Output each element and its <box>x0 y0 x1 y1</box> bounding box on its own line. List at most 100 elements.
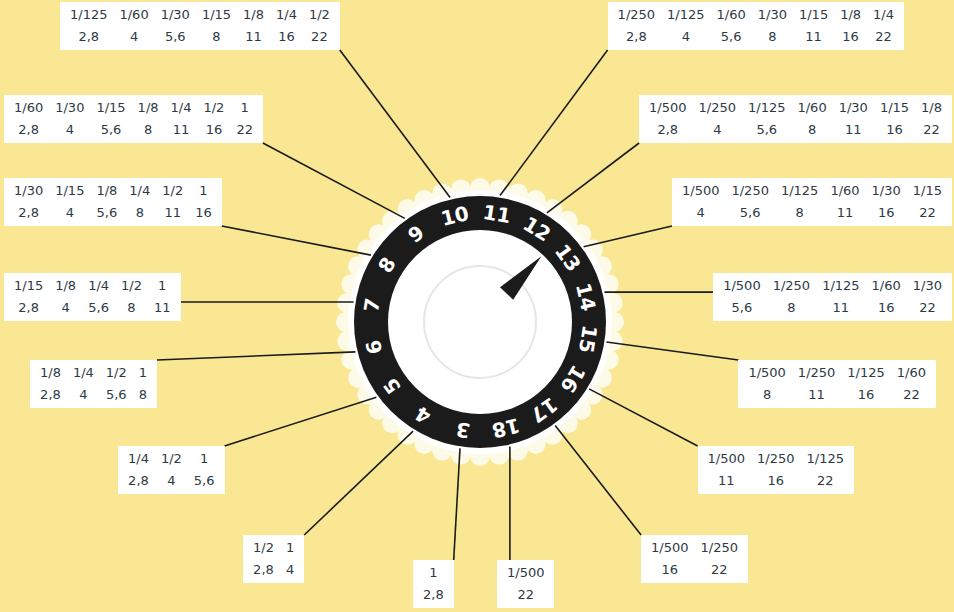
shutter-speed: 1/500 <box>717 277 766 295</box>
shutter-speed: 1/125 <box>816 277 865 295</box>
aperture-value: 8 <box>752 28 793 46</box>
aperture-value: 8 <box>133 386 153 404</box>
shutter-speed: 1/4 <box>123 182 156 200</box>
shutter-speed: 1/60 <box>824 182 865 200</box>
aperture-value: 4 <box>67 386 100 404</box>
leader-line <box>606 342 738 360</box>
exposure-box: 1/5001/2501/125111622 <box>698 446 854 494</box>
leader-line <box>157 352 356 360</box>
aperture-value: 22 <box>695 561 744 579</box>
dial-number: 10 <box>439 203 471 229</box>
shutter-speed: 1/500 <box>676 182 725 200</box>
aperture-value: 11 <box>792 386 841 404</box>
aperture-value: 16 <box>866 204 907 222</box>
shutter-speed: 1/15 <box>196 6 237 24</box>
exposure-box: 12,8 <box>413 560 454 608</box>
leader-line <box>500 50 608 196</box>
dial-number: 14 <box>573 281 599 313</box>
shutter-speed: 1/2 <box>156 182 189 200</box>
shutter-speed: 1/8 <box>915 99 948 117</box>
shutter-speed: 1 <box>417 564 450 582</box>
dial-rim <box>348 190 612 454</box>
exposure-box: 1/212,84 <box>243 535 304 583</box>
aperture-value: 22 <box>907 204 948 222</box>
aperture-value: 11 <box>237 28 270 46</box>
exposure-box: 1/2501/1251/601/301/151/81/42,845,681116… <box>608 2 904 50</box>
shutter-speed: 1/2 <box>100 364 133 382</box>
leader-line <box>555 426 641 535</box>
leader-line <box>605 291 714 293</box>
aperture-value: 2,8 <box>8 299 49 317</box>
aperture-value: 22 <box>867 28 900 46</box>
shutter-speed: 1/30 <box>752 6 793 24</box>
aperture-value: 5,6 <box>717 299 766 317</box>
aperture-value: 2,8 <box>417 586 450 604</box>
shutter-speed: 1/30 <box>8 182 49 200</box>
aperture-value: 5,6 <box>90 121 131 139</box>
shutter-speed: 1/4 <box>82 277 115 295</box>
shutter-speed: 1/2 <box>115 277 148 295</box>
shutter-speed: 1/4 <box>165 99 198 117</box>
exposure-box: 1/41/212,845,6 <box>118 446 225 494</box>
leader-line <box>225 397 377 446</box>
aperture-value: 22 <box>801 472 850 490</box>
shutter-speed: 1/250 <box>751 450 800 468</box>
leader-line <box>584 226 672 247</box>
aperture-value: 22 <box>907 299 948 317</box>
dial-center <box>388 230 572 414</box>
shutter-speed: 1 <box>148 277 177 295</box>
aperture-value: 5,6 <box>155 28 196 46</box>
exposure-box: 1/1251/601/301/151/81/41/22,845,68111622 <box>60 2 340 50</box>
exposure-box: 1/5001/2501622 <box>641 535 748 583</box>
shutter-speed: 1/60 <box>866 277 907 295</box>
aperture-value: 11 <box>165 121 198 139</box>
shutter-speed: 1/30 <box>866 182 907 200</box>
shutter-speed: 1 <box>230 99 259 117</box>
aperture-value: 22 <box>891 386 932 404</box>
shutter-speed: 1 <box>280 539 300 557</box>
shutter-speed: 1/4 <box>867 6 900 24</box>
leader-line <box>222 226 371 255</box>
aperture-value: 4 <box>49 204 90 222</box>
aperture-value: 5,6 <box>711 28 752 46</box>
shutter-speed: 1/500 <box>702 450 751 468</box>
dial-number: 11 <box>482 202 513 226</box>
shutter-speed: 1/30 <box>907 277 948 295</box>
exposure-box: 1/5001/2501/1251/601/301/151/82,845,6811… <box>639 95 952 143</box>
dial-scale-ring <box>354 196 606 448</box>
dial-number: 7 <box>361 296 383 313</box>
exposure-box: 1/601/301/151/81/41/212,845,68111622 <box>4 95 263 143</box>
aperture-value: 4 <box>155 472 188 490</box>
aperture-value: 16 <box>874 121 915 139</box>
aperture-value: 16 <box>841 386 890 404</box>
shutter-speed: 1/60 <box>791 99 832 117</box>
shutter-speed: 1/125 <box>841 364 890 382</box>
aperture-value: 4 <box>49 121 90 139</box>
exposure-box: 1/301/151/81/41/212,845,681116 <box>4 178 222 226</box>
shutter-speed: 1/15 <box>907 182 948 200</box>
shutter-speed: 1/8 <box>49 277 82 295</box>
aperture-value: 2,8 <box>8 204 49 222</box>
aperture-value: 22 <box>303 28 336 46</box>
shutter-speed: 1/250 <box>792 364 841 382</box>
shutter-speed: 1/60 <box>711 6 752 24</box>
aperture-value: 16 <box>866 299 907 317</box>
shutter-speed: 1 <box>133 364 153 382</box>
shutter-speed: 1/125 <box>661 6 710 24</box>
aperture-value: 22 <box>230 121 259 139</box>
shutter-speed: 1/15 <box>8 277 49 295</box>
shutter-speed: 1/15 <box>90 99 131 117</box>
aperture-value: 11 <box>793 28 834 46</box>
aperture-value: 5,6 <box>82 299 115 317</box>
exposure-box: 1/5001/2501/1251/601/301/1545,68111622 <box>672 178 952 226</box>
shutter-speed: 1 <box>188 450 221 468</box>
aperture-value: 16 <box>189 204 218 222</box>
shutter-speed: 1/8 <box>834 6 867 24</box>
shutter-speed: 1/15 <box>49 182 90 200</box>
aperture-value: 11 <box>833 121 874 139</box>
shutter-speed: 1/4 <box>122 450 155 468</box>
shutter-speed: 1/250 <box>612 6 661 24</box>
shutter-speed: 1/8 <box>132 99 165 117</box>
shutter-speed: 1/8 <box>90 182 123 200</box>
